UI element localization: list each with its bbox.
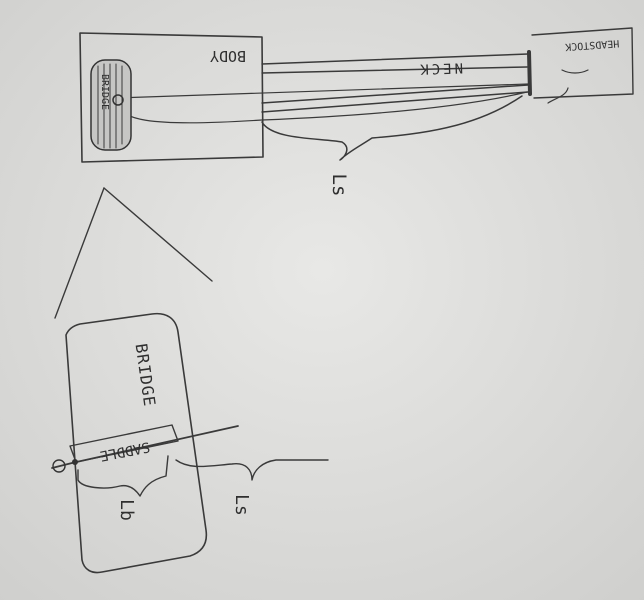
string-over-saddle — [51, 425, 239, 469]
saddle-outline — [69, 424, 179, 463]
ls-brace-top — [261, 95, 523, 161]
bridge-detail-outline — [65, 312, 208, 574]
ls-brace-bottom — [175, 459, 329, 481]
ls-label-bottom: Ls — [231, 494, 252, 516]
headstock-outline — [531, 27, 634, 99]
guitar-nut — [527, 50, 532, 96]
string-end-peg — [52, 459, 66, 473]
bridge-pin — [112, 94, 124, 106]
body-bridge-label: BRIDGE — [99, 74, 110, 110]
bridge-shading — [97, 63, 123, 149]
string-end-pin — [72, 459, 78, 465]
string-line — [115, 83, 529, 99]
string-wrap-line — [117, 91, 528, 124]
lb-label: Lb — [116, 499, 137, 521]
lb-brace — [77, 455, 169, 497]
neck-label: NECK — [417, 59, 463, 77]
zoom-line-right — [103, 187, 213, 282]
headstock-brace — [547, 69, 589, 104]
guitar-neck-outline — [261, 53, 529, 113]
ls-label-top: Ls — [328, 174, 350, 197]
headstock-label: HEADSTOCK — [565, 37, 620, 52]
zoom-line-left — [54, 187, 105, 319]
guitar-body-outline — [79, 32, 264, 163]
guitar-top-view: BODY NECK HEADSTOCK BRIDGE Ls — [79, 27, 634, 197]
body-label: BODY — [210, 47, 246, 65]
body-bridge-shape — [90, 59, 132, 151]
